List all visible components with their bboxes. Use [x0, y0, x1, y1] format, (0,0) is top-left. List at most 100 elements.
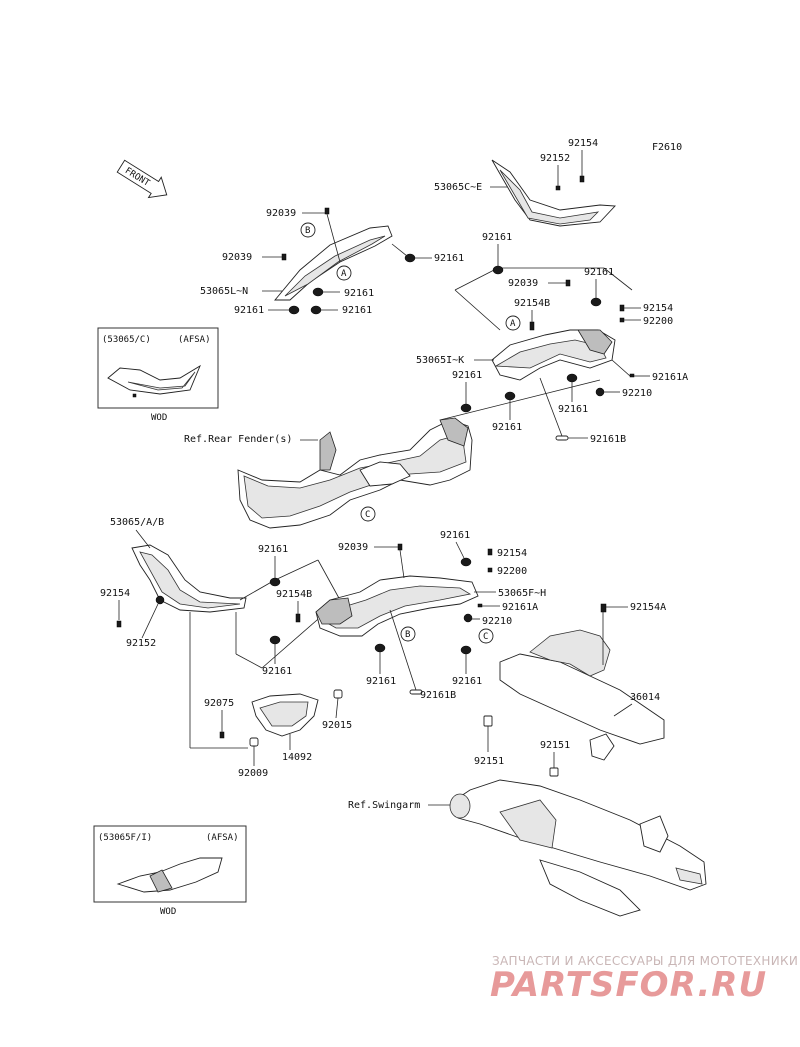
part-53065FH: 53065F~H [498, 588, 546, 599]
swingarm-ref-label: Ref.Swingarm [348, 800, 420, 811]
part-92161A-a: 92161A [652, 372, 688, 383]
part-92161-m: 92161 [366, 676, 396, 687]
grommet-92161-n [460, 645, 472, 655]
grommet-92161-c [288, 305, 300, 315]
grommet-92161-g [460, 403, 472, 413]
inset-1-tag: (AFSA) [178, 335, 211, 345]
part-92154B-b: 92154B [276, 589, 312, 600]
chain-guard-36014 [499, 629, 665, 761]
grommet-92039-a [324, 207, 330, 215]
grommet-92161-m [374, 643, 386, 653]
rivet-92161A-a [629, 373, 635, 378]
part-53065IK: 53065I~K [416, 355, 464, 366]
part-92161-j: 92161 [258, 544, 288, 555]
part-92161-c: 92161 [234, 305, 264, 316]
part-92152-top: 92152 [540, 153, 570, 164]
part-92151-a: 92151 [474, 756, 504, 767]
part-92154-m: 92154 [497, 548, 527, 559]
washer-92152-l [155, 595, 165, 605]
part-92154A: 92154A [630, 602, 666, 613]
callout-c-fender: C [365, 510, 370, 520]
callout-b-top: B [305, 226, 310, 236]
part-92210-b: 92210 [482, 616, 512, 627]
upper-tail-cover-left [274, 225, 393, 301]
bolt-92151-b [549, 767, 559, 777]
clip-92075 [219, 731, 225, 739]
figure-code: F2610 [652, 142, 682, 153]
part-92161-a: 92161 [434, 253, 464, 264]
part-92161-l: 92161 [440, 530, 470, 541]
grommet-92015 [333, 689, 343, 699]
part-92151-b: 92151 [540, 740, 570, 751]
part-53065CE: 53065C~E [434, 182, 482, 193]
part-92152-l: 92152 [126, 638, 156, 649]
part-53065LN: 53065L~N [200, 286, 248, 297]
side-cover-center [315, 575, 479, 637]
rivet-92161A-b [477, 603, 483, 608]
part-92161B-a: 92161B [590, 434, 626, 445]
watermark-logo: PARTSFOR.RU [490, 965, 767, 1005]
front-direction-arrow: FRONT [116, 159, 168, 199]
part-92009: 92009 [238, 768, 268, 779]
part-92161-f: 92161 [584, 267, 614, 278]
grommet-92039-c [565, 279, 571, 287]
part-92015: 92015 [322, 720, 352, 731]
washer-92152-top [555, 165, 561, 191]
screw-92154-l [116, 620, 122, 628]
grommet-92161-l-top [460, 557, 472, 567]
part-92161A-b: 92161A [502, 602, 538, 613]
grommet-92161-h [504, 391, 516, 401]
rear-fender-assembly [237, 417, 473, 529]
callout-a-mid: A [510, 319, 516, 329]
grommet-92039-d [397, 543, 403, 551]
inset-1-title: (53065/C) [102, 335, 151, 345]
screw-92009 [249, 737, 259, 747]
grommet-92161-d [310, 305, 322, 315]
collar-92154B-a [529, 321, 535, 331]
part-92161-b: 92161 [344, 288, 374, 299]
nut-92200-m [487, 567, 493, 573]
bolt-92151-a [483, 715, 493, 727]
part-92161-n: 92161 [452, 676, 482, 687]
inset-2-title: (53065F/I) [98, 833, 152, 843]
part-92161-i: 92161 [558, 404, 588, 415]
grommet-92161-k [269, 635, 281, 645]
grommet-92161-b [312, 287, 324, 297]
swingarm [449, 779, 707, 917]
collar-92154B-b [295, 613, 301, 623]
callout-a-top: A [341, 269, 347, 279]
part-92200-r: 92200 [643, 316, 673, 327]
part-36014: 36014 [630, 692, 660, 703]
grommet-92161-i [566, 373, 578, 383]
part-92039-c: 92039 [508, 278, 538, 289]
small-cover-14092 [251, 693, 319, 737]
nut-92200-r [619, 317, 625, 323]
part-53065AB: 53065/A/B [110, 517, 164, 528]
part-92161-g: 92161 [452, 370, 482, 381]
watermark-tagline: ЗАПЧАСТИ И АКСЕССУАРЫ ДЛЯ МОТОТЕХНИКИ [492, 954, 798, 968]
rear-fender-ref-label: Ref.Rear Fender(s) [184, 434, 292, 445]
inset-2-caption: WOD [160, 907, 176, 917]
part-92154B-a: 92154B [514, 298, 550, 309]
grommet-92161-e [492, 265, 504, 275]
part-92039-a: 92039 [266, 208, 296, 219]
part-92154-l: 92154 [100, 588, 130, 599]
callout-b-mid: B [405, 630, 410, 640]
inset-2-tag: (AFSA) [206, 833, 239, 843]
inset-53065F: (53065F/I) (AFSA) WOD [93, 825, 247, 917]
inset-1-caption: WOD [151, 413, 167, 423]
part-92154-top: 92154 [568, 138, 598, 149]
part-92161-e: 92161 [482, 232, 512, 243]
inset-53065C: (53065/C) (AFSA) WOD [97, 327, 219, 423]
part-92210-a: 92210 [622, 388, 652, 399]
part-92161B-b: 92161B [420, 690, 456, 701]
grommet-92210-a [595, 387, 605, 397]
grommet-92210-b [463, 613, 473, 623]
part-92075: 92075 [204, 698, 234, 709]
screw-92154A [600, 603, 607, 613]
part-92039-d: 92039 [338, 542, 368, 553]
callout-c-mid: C [483, 632, 488, 642]
grommet-92039-b [281, 253, 287, 261]
